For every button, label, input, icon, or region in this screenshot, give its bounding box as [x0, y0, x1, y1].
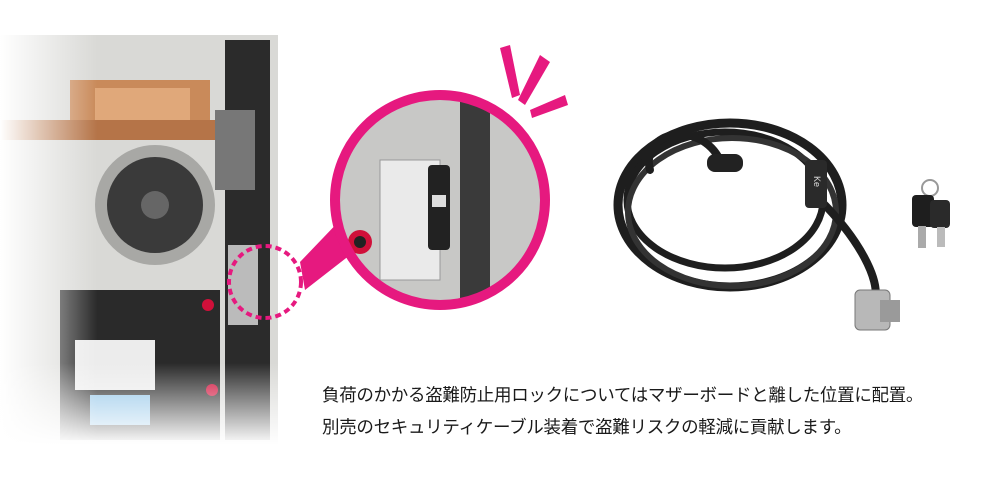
emphasis-burst-icon: [500, 45, 568, 118]
lock-slot-highlight: [227, 244, 303, 320]
lock-slot-zoom: [330, 90, 550, 310]
security-cable-lock: Ke: [613, 118, 900, 331]
cable-brand-label: Ke: [812, 176, 822, 187]
caption-line-2: 別売のセキュリティケーブル装着で盗難リスクの軽減に貢献します。: [322, 418, 852, 438]
lock-keys: [912, 179, 950, 248]
caption-line-1: 負荷のかかる盗難防止用ロックについてはマザーボードと離した位置に配置。: [322, 386, 924, 406]
laptop-internals-photo: [0, 35, 278, 445]
